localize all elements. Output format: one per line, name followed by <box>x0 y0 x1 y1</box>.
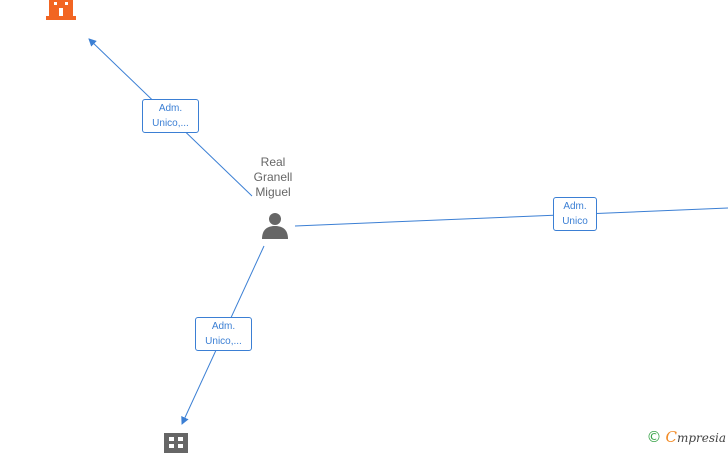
edge-label-role: Adm. <box>563 201 587 212</box>
company-node-top[interactable] <box>45 0 77 27</box>
edge-label-detail: Unico,... <box>152 118 189 129</box>
person-name-line: Real <box>260 155 286 169</box>
edge-label-role: Adm. <box>158 103 183 114</box>
edge-label-top[interactable]: Adm. Unico,... <box>142 99 199 133</box>
edge-label-detail: Unico,... <box>205 336 242 347</box>
brand-logo-initial: C <box>665 428 677 446</box>
edge-label-detail: Unico <box>562 216 588 227</box>
brand-logo-text: mpresia <box>676 431 726 445</box>
edge-label-bottom[interactable]: Adm. Unico,... <box>195 317 252 351</box>
building-icon <box>164 433 188 453</box>
person-name-line: Granell <box>253 170 293 184</box>
company-node-bottom[interactable] <box>164 433 188 458</box>
person-icon <box>262 213 288 239</box>
brand-watermark: © Cmpresia <box>646 428 726 446</box>
copyright-icon: © <box>646 427 662 446</box>
person-name-line: Miguel <box>255 185 291 199</box>
edge-label-right[interactable]: Adm. Unico <box>553 197 597 231</box>
edge-label-role: Adm. <box>211 321 236 332</box>
building-icon <box>46 0 76 20</box>
person-node[interactable] <box>261 211 289 244</box>
brand-logo: Cmpresia <box>665 428 726 446</box>
person-name[interactable]: Real Granell Miguel <box>240 155 306 200</box>
edge-line-right <box>294 207 728 227</box>
